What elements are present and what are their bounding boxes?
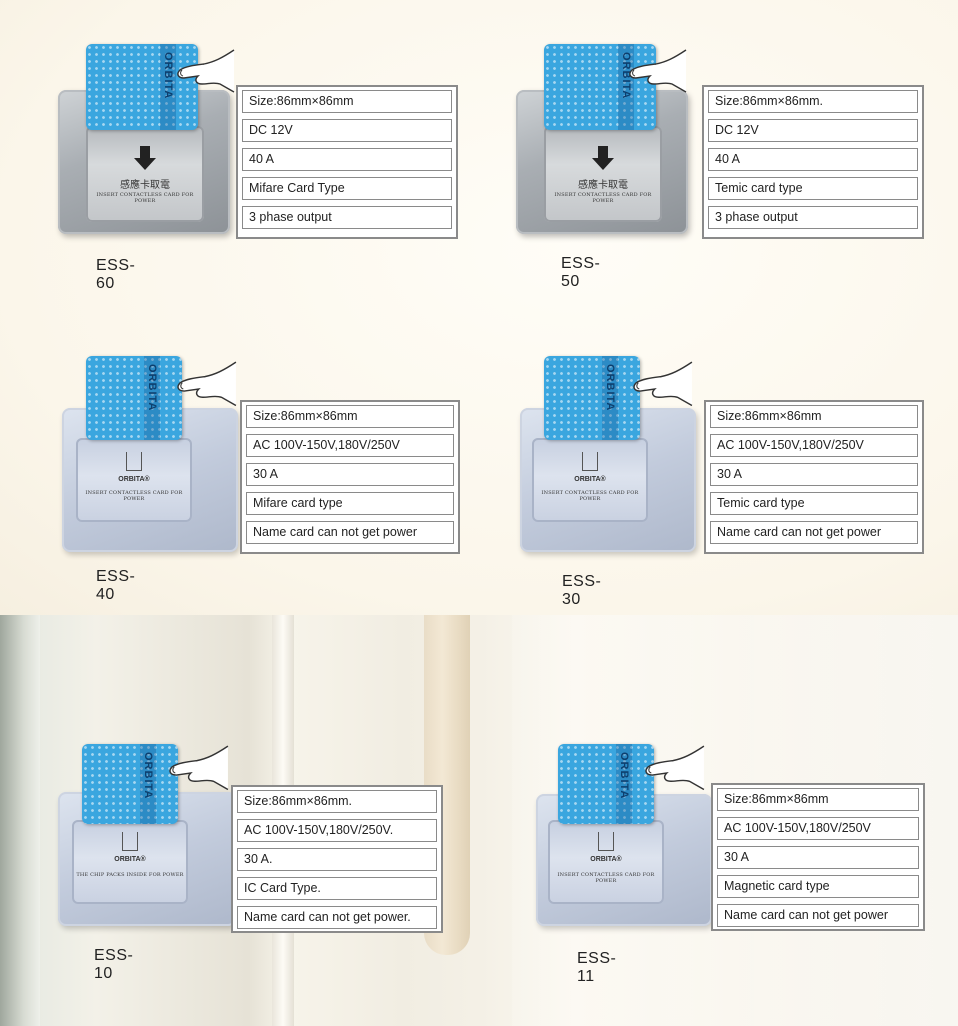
spec-current: 30 A.	[237, 848, 437, 871]
spec-table: Size:86mm×86mm. DC 12V 40 A Temic card t…	[702, 85, 924, 239]
hand-icon	[177, 49, 235, 93]
card-switch-device: ORBITA® INSERT CONTACTLESS CARD FOR POWE…	[520, 356, 696, 552]
hand-icon	[177, 361, 237, 407]
hand-icon	[633, 361, 693, 407]
spec-current: 30 A	[246, 463, 454, 486]
spec-feature: Name card can not get power	[717, 904, 919, 927]
spec-table: Size:86mm×86mm DC 12V 40 A Mifare Card T…	[236, 85, 458, 239]
spec-voltage: AC 100V-150V,180V/250V	[246, 434, 454, 457]
spec-feature: 3 phase output	[708, 206, 918, 229]
face-brand: ORBITA®	[114, 856, 146, 863]
hand-icon	[645, 745, 705, 791]
spec-current: 40 A	[242, 148, 452, 171]
spec-feature: 3 phase output	[242, 206, 452, 229]
spec-size: Size:86mm×86mm	[242, 90, 452, 113]
door-frame	[0, 615, 40, 1026]
switch-face: ORBITA® INSERT CONTACTLESS CARD FOR POWE…	[548, 820, 664, 904]
card-switch-device: 感應卡取電 INSERT CONTACTLESS CARD FOR POWER …	[58, 44, 235, 234]
spec-feature: Name card can not get power.	[237, 906, 437, 929]
arrow-down-icon	[592, 146, 614, 170]
card-brand: ORBITA	[162, 52, 174, 100]
arrow-down-icon	[598, 832, 614, 851]
spec-voltage: DC 12V	[708, 119, 918, 142]
spec-table: Size:86mm×86mm AC 100V-150V,180V/250V 30…	[240, 400, 460, 554]
spec-voltage: AC 100V-150V,180V/250V	[710, 434, 918, 457]
key-card: ORBITA	[82, 744, 178, 824]
spec-card-type: Temic card type	[710, 492, 918, 515]
arrow-down-icon	[126, 452, 142, 471]
hand-icon	[629, 49, 687, 93]
card-brand: ORBITA	[604, 364, 616, 412]
face-en-text: THE CHIP PACKS INSIDE FOR POWER	[76, 872, 184, 878]
spec-feature: Name card can not get power	[246, 521, 454, 544]
switch-face: ORBITA® INSERT CONTACTLESS CARD FOR POWE…	[532, 438, 648, 522]
model-label: ESS-60	[96, 257, 136, 292]
spec-voltage: DC 12V	[242, 119, 452, 142]
key-card: ORBITA	[86, 44, 198, 130]
key-card: ORBITA	[86, 356, 182, 440]
spec-card-type: Temic card type	[708, 177, 918, 200]
spec-current: 30 A	[717, 846, 919, 869]
card-switch-device: 感應卡取電 INSERT CONTACTLESS CARD FOR POWER …	[516, 44, 688, 234]
face-brand: ORBITA®	[118, 476, 150, 483]
arrow-down-icon	[134, 146, 156, 170]
arrow-down-icon	[122, 832, 138, 851]
model-label: ESS-10	[94, 947, 134, 982]
spec-table: Size:86mm×86mm AC 100V-150V,180V/250V 30…	[711, 783, 925, 931]
face-en-text: INSERT CONTACTLESS CARD FOR POWER	[85, 490, 183, 502]
face-brand: ORBITA®	[574, 476, 606, 483]
switch-face: 感應卡取電 INSERT CONTACTLESS CARD FOR POWER	[544, 126, 662, 222]
spec-current: 30 A	[710, 463, 918, 486]
spec-feature: Name card can not get power	[710, 521, 918, 544]
face-brand: ORBITA®	[590, 856, 622, 863]
switch-face: ORBITA® INSERT CONTACTLESS CARD FOR POWE…	[76, 438, 192, 522]
card-brand: ORBITA	[618, 752, 630, 800]
spec-size: Size:86mm×86mm	[717, 788, 919, 811]
face-en-text: INSERT CONTACTLESS CARD FOR POWER	[554, 192, 652, 204]
card-brand: ORBITA	[146, 364, 158, 412]
face-cn-text: 感應卡取電	[578, 180, 628, 191]
spec-size: Size:86mm×86mm.	[708, 90, 918, 113]
spec-card-type: IC Card Type.	[237, 877, 437, 900]
hand-icon	[169, 745, 229, 791]
switch-face: 感應卡取電 INSERT CONTACTLESS CARD FOR POWER	[86, 126, 204, 222]
spec-current: 40 A	[708, 148, 918, 171]
spec-card-type: Mifare card type	[246, 492, 454, 515]
card-switch-device: ORBITA® INSERT CONTACTLESS CARD FOR POWE…	[536, 744, 712, 926]
model-label: ESS-40	[96, 568, 136, 603]
face-en-text: INSERT CONTACTLESS CARD FOR POWER	[96, 192, 194, 204]
key-card: ORBITA	[544, 356, 640, 440]
model-label: ESS-50	[561, 255, 601, 290]
spec-table: Size:86mm×86mm. AC 100V-150V,180V/250V. …	[231, 785, 443, 933]
key-card: ORBITA	[544, 44, 656, 130]
spec-size: Size:86mm×86mm.	[237, 790, 437, 813]
face-en-text: INSERT CONTACTLESS CARD FOR POWER	[541, 490, 639, 502]
card-brand: ORBITA	[142, 752, 154, 800]
spec-voltage: AC 100V-150V,180V/250V.	[237, 819, 437, 842]
arrow-down-icon	[582, 452, 598, 471]
card-switch-device: ORBITA® INSERT CONTACTLESS CARD FOR POWE…	[62, 356, 238, 552]
card-switch-device: ORBITA® THE CHIP PACKS INSIDE FOR POWER …	[58, 744, 236, 926]
spec-table: Size:86mm×86mm AC 100V-150V,180V/250V 30…	[704, 400, 924, 554]
spec-size: Size:86mm×86mm	[246, 405, 454, 428]
spec-card-type: Magnetic card type	[717, 875, 919, 898]
spec-card-type: Mifare Card Type	[242, 177, 452, 200]
card-brand: ORBITA	[620, 52, 632, 100]
switch-face: ORBITA® THE CHIP PACKS INSIDE FOR POWER	[72, 820, 188, 904]
spec-voltage: AC 100V-150V,180V/250V	[717, 817, 919, 840]
model-label: ESS-11	[577, 950, 617, 985]
key-card: ORBITA	[558, 744, 654, 824]
model-label: ESS-30	[562, 573, 602, 608]
face-cn-text: 感應卡取電	[120, 180, 170, 191]
face-en-text: INSERT CONTACTLESS CARD FOR POWER	[557, 872, 655, 884]
spec-size: Size:86mm×86mm	[710, 405, 918, 428]
